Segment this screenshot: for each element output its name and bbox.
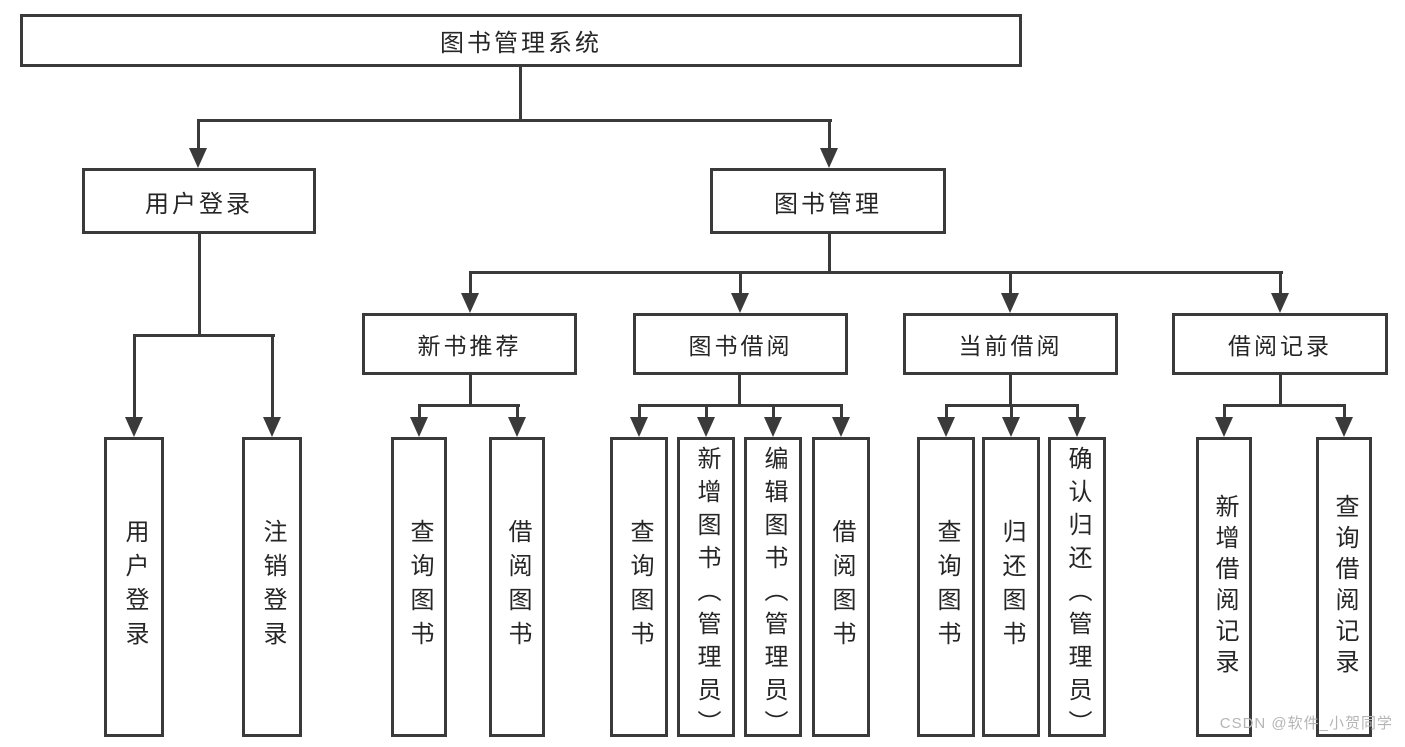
- leaf-borrow-books-2-label: 借阅图书: [828, 519, 855, 655]
- arrowhead-leaf-user-login: [125, 417, 143, 437]
- node-root: 图书管理系统: [20, 14, 1022, 67]
- connector-current-borrowing-stem: [1009, 373, 1012, 407]
- connector-borrowing-records-stem: [1279, 373, 1282, 407]
- connector-new-book-rail: [418, 404, 520, 407]
- connector-drop-query-books-3: [945, 404, 948, 419]
- connector-drop-current-borrowing: [1009, 271, 1012, 295]
- arrowhead-confirm-return: [1068, 417, 1086, 437]
- leaf-add-book-admin: 新增图书（管理员）: [677, 437, 735, 743]
- connector-drop-query-record: [1343, 404, 1346, 419]
- arrowhead-query-record: [1335, 417, 1353, 437]
- arrowhead-edit-book: [764, 417, 782, 437]
- leaf-add-borrow-record: 新增借阅记录: [1196, 437, 1252, 737]
- connector-user-login-rail: [133, 334, 275, 337]
- arrowhead-add-book: [697, 417, 715, 437]
- node-root-label: 图书管理系统: [440, 30, 602, 57]
- node-book-management-label: 图书管理: [774, 190, 882, 218]
- connector-drop-borrow-books-2: [840, 404, 843, 419]
- connector-drop-new-book: [469, 271, 472, 295]
- connector-book-borrowing-rail: [638, 404, 843, 407]
- connector-drop-leaf-user-login: [133, 334, 136, 419]
- arrowhead-new-book: [461, 293, 479, 313]
- connector-drop-book-borrowing: [739, 271, 742, 295]
- node-new-book-recommend-label: 新书推荐: [417, 333, 522, 359]
- leaf-query-books-3: 查询图书: [917, 437, 975, 737]
- connector-book-management-stem: [828, 234, 831, 274]
- arrowhead-borrow-books-1: [508, 417, 526, 437]
- arrowhead-book-borrowing: [731, 293, 749, 313]
- node-user-login: 用户登录: [82, 168, 316, 234]
- connector-drop-leaf-logout: [271, 334, 274, 419]
- node-book-borrowing-label: 图书借阅: [688, 333, 793, 359]
- connector-drop-borrowing-records: [1279, 271, 1282, 295]
- leaf-return-books-label: 归还图书: [998, 519, 1025, 655]
- arrowhead-return-books: [1002, 417, 1020, 437]
- connector-drop-add-book: [705, 404, 708, 419]
- connector-drop-edit-book: [772, 404, 775, 419]
- leaf-edit-book-admin-label: 编辑图书（管理员）: [760, 446, 787, 743]
- node-borrowing-records: 借阅记录: [1172, 313, 1388, 375]
- leaf-logout: 注销登录: [242, 437, 302, 737]
- leaf-query-books-3-label: 查询图书: [933, 519, 960, 655]
- connector-user-login-stem: [198, 231, 201, 337]
- connector-level3-rail: [469, 271, 1283, 274]
- leaf-user-login: 用户登录: [104, 437, 164, 737]
- node-borrowing-records-label: 借阅记录: [1228, 333, 1332, 359]
- leaf-user-login-label: 用户登录: [121, 519, 148, 655]
- connector-drop-user-login: [197, 119, 200, 150]
- arrowhead-borrow-books-2: [832, 417, 850, 437]
- connector-drop-confirm-return: [1076, 404, 1079, 419]
- arrowhead-query-books-1: [410, 417, 428, 437]
- leaf-query-borrow-record: 查询借阅记录: [1316, 437, 1372, 737]
- connector-drop-book-management: [828, 119, 831, 150]
- leaf-borrow-books-1: 借阅图书: [489, 437, 545, 737]
- connector-drop-query-books-1: [418, 404, 421, 419]
- connector-drop-borrow-books-1: [516, 404, 519, 419]
- leaf-add-book-admin-label: 新增图书（管理员）: [693, 446, 720, 743]
- arrowhead-user-login: [189, 148, 207, 168]
- connector-root-stem: [519, 64, 522, 121]
- node-book-management: 图书管理: [710, 168, 946, 234]
- leaf-query-books-1-label: 查询图书: [406, 519, 433, 655]
- node-book-borrowing: 图书借阅: [633, 313, 848, 375]
- arrowhead-query-books-2: [630, 417, 648, 437]
- arrowhead-add-record: [1215, 417, 1233, 437]
- connector-drop-query-books-2: [638, 404, 641, 419]
- connector-drop-add-record: [1223, 404, 1226, 419]
- leaf-confirm-return-admin: 确认归还（管理员）: [1048, 437, 1106, 743]
- node-current-borrowing: 当前借阅: [903, 313, 1118, 375]
- arrowhead-borrowing-records: [1271, 293, 1289, 313]
- leaf-edit-book-admin: 编辑图书（管理员）: [744, 437, 802, 743]
- connector-new-book-stem: [469, 373, 472, 407]
- leaf-borrow-books-1-label: 借阅图书: [504, 519, 531, 655]
- arrowhead-book-management: [820, 148, 838, 168]
- leaf-borrow-books-2: 借阅图书: [812, 437, 870, 737]
- node-new-book-recommend: 新书推荐: [362, 313, 577, 375]
- leaf-query-books-2-label: 查询图书: [626, 519, 653, 655]
- connector-borrowing-records-rail: [1223, 404, 1346, 407]
- node-user-login-label: 用户登录: [145, 190, 253, 218]
- arrowhead-query-books-3: [937, 417, 955, 437]
- node-current-borrowing-label: 当前借阅: [958, 333, 1063, 359]
- connector-book-borrowing-stem: [738, 373, 741, 407]
- connector-drop-return-books: [1010, 404, 1013, 419]
- leaf-logout-label: 注销登录: [259, 519, 286, 655]
- watermark: CSDN @软件_小贺同学: [1219, 715, 1393, 732]
- leaf-query-books-1: 查询图书: [391, 437, 447, 737]
- leaf-confirm-return-admin-label: 确认归还（管理员）: [1064, 446, 1091, 743]
- leaf-return-books: 归还图书: [982, 437, 1040, 737]
- arrowhead-leaf-logout: [263, 417, 281, 437]
- connector-level2-rail: [197, 119, 832, 122]
- leaf-add-borrow-record-label: 新增借阅记录: [1211, 494, 1238, 680]
- leaf-query-borrow-record-label: 查询借阅记录: [1331, 494, 1358, 680]
- leaf-query-books-2: 查询图书: [610, 437, 668, 737]
- arrowhead-current-borrowing: [1001, 293, 1019, 313]
